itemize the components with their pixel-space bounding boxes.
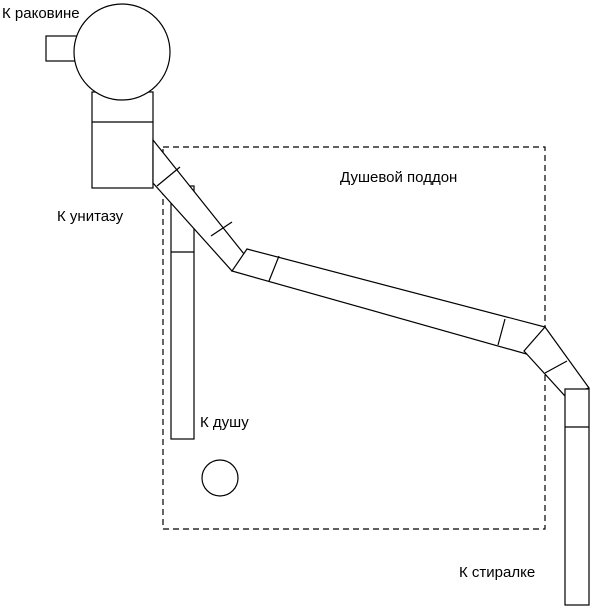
label-shower-tray: Душевой поддон [340, 169, 457, 186]
diagonal-pipe-joint-1 [156, 166, 181, 187]
label-sink: К раковине [2, 5, 80, 22]
diagonal-pipe-joint-2 [210, 221, 233, 237]
sink-trap [73, 3, 171, 101]
toilet-riser [91, 91, 154, 189]
label-shower: К душу [200, 414, 249, 431]
diagonal-pipe [152, 138, 253, 272]
label-washer: К стиралке [459, 564, 535, 581]
long-pipe-joint-2 [497, 318, 506, 346]
washer-pipe [564, 388, 590, 606]
label-toilet: К унитазу [57, 208, 124, 225]
floor-drain [201, 459, 239, 497]
long-pipe-joint-1 [268, 255, 280, 282]
long-pipe [231, 248, 546, 356]
elbow-pipe-joint [544, 360, 568, 374]
